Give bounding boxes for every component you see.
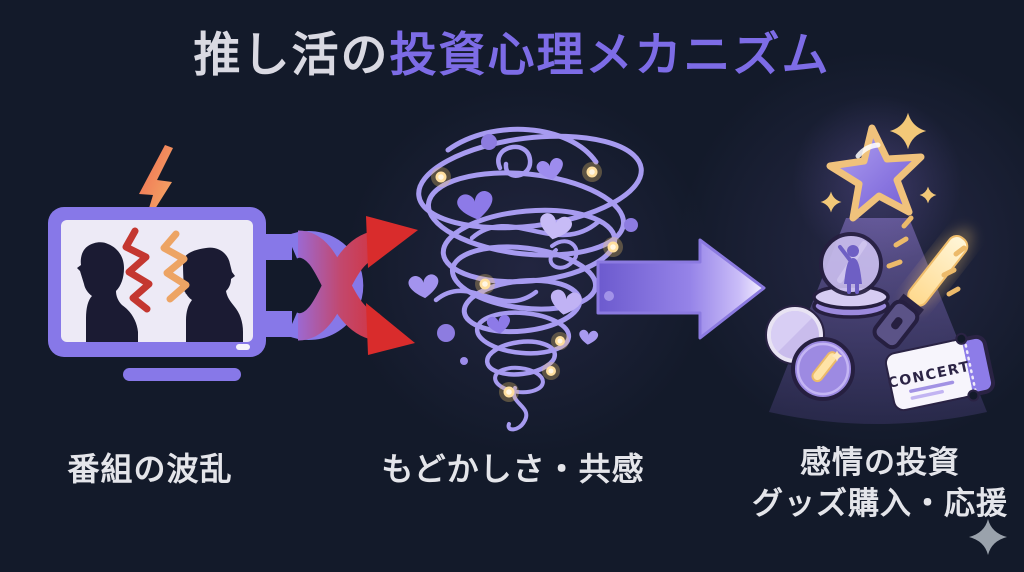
swirl-ambient-glow xyxy=(343,85,713,455)
man-silhouette xyxy=(77,242,138,342)
diamond-sparkle-logo-icon xyxy=(969,519,1007,555)
lower-arrowhead xyxy=(366,303,415,355)
stage3-caption-line2: グッズ購入・応援 xyxy=(752,486,1008,522)
woman-silhouette xyxy=(181,247,243,342)
upper-arrowhead xyxy=(366,216,418,268)
title-part-base: 推し活の xyxy=(193,28,390,83)
concert-ticket-icon: CONCERT xyxy=(884,332,996,412)
idol-silhouette xyxy=(838,245,862,294)
tv-indicator xyxy=(236,344,250,350)
stage3-caption-line1: 感情の投資 xyxy=(800,445,960,481)
tv-conflict-icon xyxy=(48,145,364,381)
tv-stand xyxy=(123,368,241,381)
fan-goods-group: CONCERT xyxy=(765,95,996,424)
pin-badge-penlight-icon xyxy=(791,337,855,401)
glow-light-dots xyxy=(431,162,623,402)
orange-zigzag-icon xyxy=(160,230,190,303)
right-arrow-icon xyxy=(596,238,766,340)
stage2-caption: もどかしさ・共感 xyxy=(381,450,645,488)
idol-figure-dome-icon xyxy=(812,232,890,319)
light-rays xyxy=(886,215,967,297)
lower-arrow-curve xyxy=(295,230,382,341)
emotion-tornado-icon xyxy=(416,126,644,432)
arrow-dot xyxy=(604,291,614,301)
crossing-red-arrows-icon xyxy=(295,216,418,355)
star-icon xyxy=(792,95,962,265)
title-part-accent: 投資心理メカニズム xyxy=(389,28,831,83)
page-title: 推し活の投資心理メカニズム xyxy=(0,30,1024,82)
red-zigzag-icon xyxy=(122,227,153,313)
stage1-caption: 番組の波乱 xyxy=(67,450,233,488)
lightning-bolt-icon xyxy=(139,145,173,228)
stage3-caption: 感情の投資 グッズ購入・応援 xyxy=(720,443,1024,525)
penlight-icon xyxy=(872,215,974,350)
